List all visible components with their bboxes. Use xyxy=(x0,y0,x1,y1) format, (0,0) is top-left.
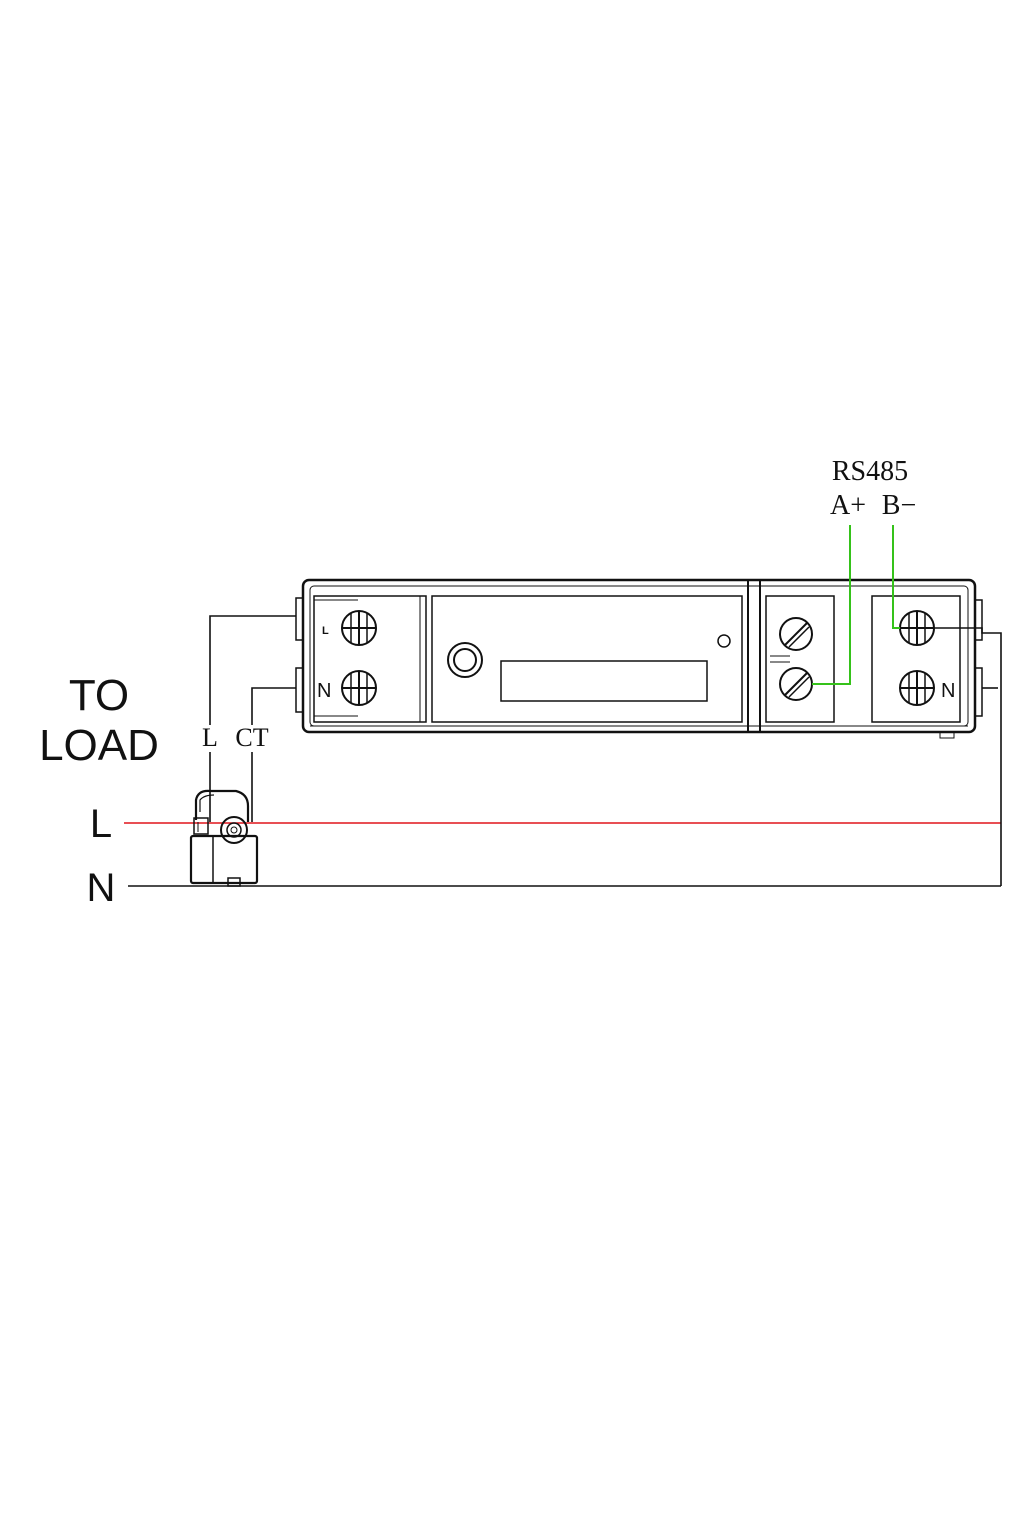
rs485-terminal-block xyxy=(765,595,835,723)
screw-terminal-right-n-icon xyxy=(899,670,935,706)
rs485-label: RS485 xyxy=(832,456,908,487)
terminal-label-left-n: N xyxy=(317,680,331,702)
to-load-label-line1: TO xyxy=(69,671,129,720)
to-load-label-line2: LOAD xyxy=(39,721,159,770)
rs485-screw-a-icon xyxy=(779,667,813,701)
ct-lead-l-label: L xyxy=(202,723,218,752)
lcd-display xyxy=(500,660,708,702)
screw-terminal-right-l-icon xyxy=(899,610,935,646)
rs485-screw-b-icon xyxy=(779,617,813,651)
energy-meter xyxy=(295,578,983,739)
front-panel xyxy=(431,595,743,723)
indicator-led xyxy=(717,634,731,648)
rs485-b-wire xyxy=(892,525,900,629)
line-l-label: L xyxy=(90,802,112,846)
screw-terminal-left-n-icon xyxy=(341,670,377,706)
ct-signal-lead-wire xyxy=(251,687,296,725)
left-terminal-block xyxy=(313,595,427,723)
button xyxy=(447,642,483,678)
rs485-a-wire xyxy=(812,525,851,685)
terminal-label-left-l: L xyxy=(322,625,329,637)
meter-live-feed-wire xyxy=(934,627,1002,886)
rs485-a-label: A+ xyxy=(830,490,866,521)
current-transformer-clamp-icon xyxy=(189,789,259,887)
rs485-b-label: B− xyxy=(882,490,916,521)
terminal-label-right-n: N xyxy=(941,680,955,702)
line-n-label: N xyxy=(87,866,116,910)
ct-l-lead-wire xyxy=(209,615,296,725)
screw-terminal-left-l-icon xyxy=(341,610,377,646)
ct-lead-ct-label: CT xyxy=(235,723,268,752)
